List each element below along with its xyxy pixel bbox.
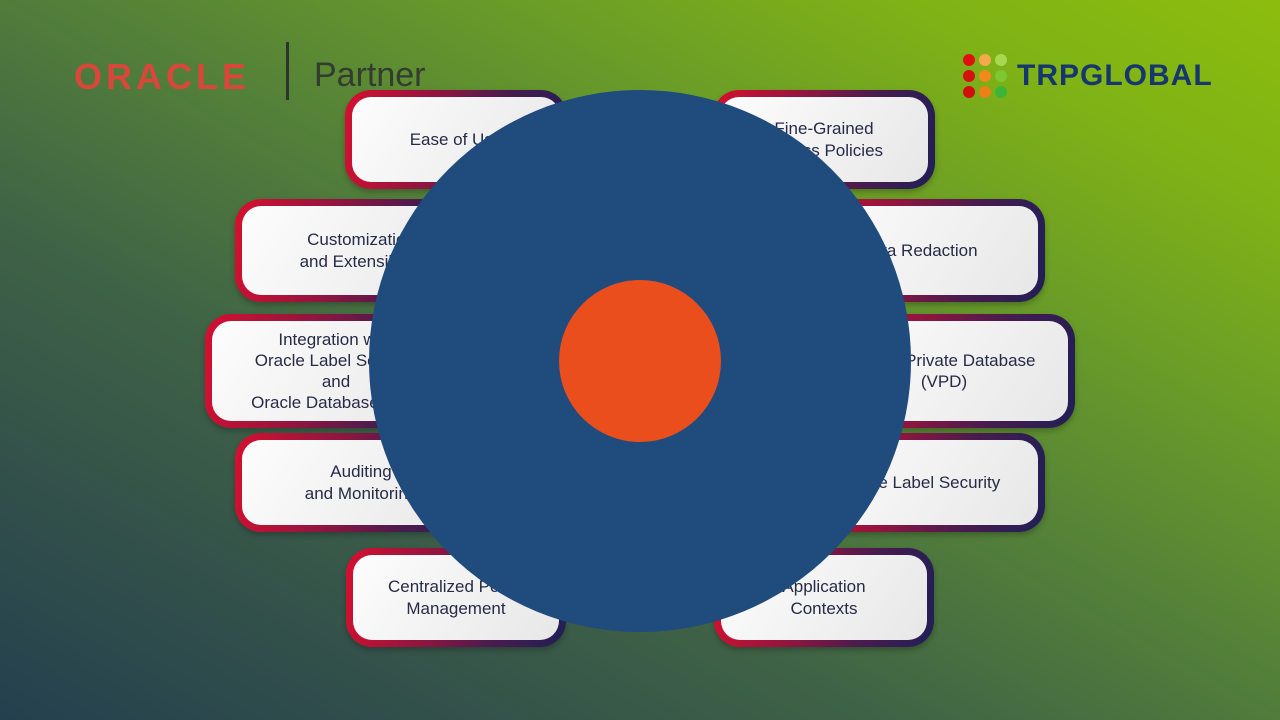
partner-label: Partner — [314, 56, 426, 94]
trpglobal-wordmark: TRPGLOBAL — [1017, 59, 1213, 92]
trpglobal-dot-grid-icon — [963, 54, 1007, 98]
center-outer-circle — [369, 90, 911, 632]
oracle-logo: ORACLE — [74, 56, 250, 97]
trpglobal-logo: TRPGLOBAL — [963, 54, 1213, 98]
center-inner-circle — [559, 280, 721, 442]
header-divider — [286, 42, 289, 100]
